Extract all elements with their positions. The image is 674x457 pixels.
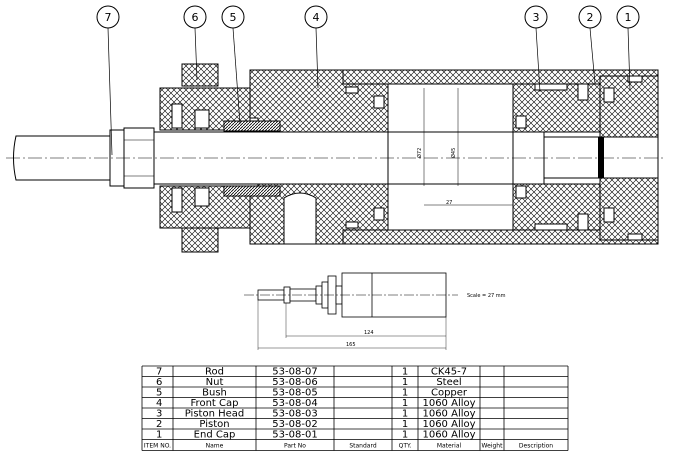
bom-cell: Steel [436,377,461,388]
rod-tail-band [598,137,604,178]
balloon-5: 5 [221,5,245,29]
bom-cell: 1060 Alloy [422,430,475,441]
bush-top [223,120,281,132]
end-cap-groove-3 [627,75,643,83]
dim-rod-dia: Ø45 [450,148,457,158]
bom-cell: Rod [205,367,224,378]
bom-cell: 1 [402,377,408,388]
balloon-2: 2 [578,5,602,29]
bom-header-cell: QTY. [399,443,412,450]
balloon-leaders [107,27,631,156]
piston-groove-3 [577,83,589,101]
bom-cell: Front Cap [191,398,239,409]
balloon-7: 7 [96,5,120,29]
svg-text:5: 5 [230,11,237,24]
svg-text:7: 7 [105,11,112,24]
bom-cell: 4 [156,398,162,409]
nut-bottom [181,227,219,253]
exterior-view [244,272,458,350]
bom-cell: 7 [156,367,162,378]
bom-header-cell: Standard [349,443,376,450]
bom-cell: 53-08-05 [272,388,317,399]
svg-text:3: 3 [533,11,540,24]
balloon-3: 3 [524,5,548,29]
balloon-1: 1 [616,5,640,29]
bom-cell: 3 [156,409,162,420]
bom-cell: 1 [402,398,408,409]
bom-header-cell: Weight [482,443,504,450]
end-cap-groove-1 [603,87,615,103]
bom-cell: Nut [206,377,224,388]
bom-cell: 1 [402,430,408,441]
nut-slot2-bottom [194,187,210,207]
piston-groove-5 [515,115,527,129]
bom-cell: Piston [199,419,229,430]
svg-text:1: 1 [625,11,632,24]
bom-cell: 1 [402,419,408,430]
bom-cell: 1 [402,388,408,399]
dim-piston-dia: Ø72 [416,148,423,158]
bom-header-cell: Material [437,443,462,450]
seal-groove-2 [373,207,385,221]
front-cap-relief [283,192,317,245]
bom-cell: CK45-7 [431,367,467,378]
bush-bottom [223,185,281,197]
bom-cell: 2 [156,419,162,430]
piston-groove-4 [577,213,589,231]
bom-header-cell: Name [206,443,224,450]
oring-1 [345,86,359,94]
bom-cell: 1060 Alloy [422,409,475,420]
oring-2 [345,221,359,229]
bom-cell: 1060 Alloy [422,398,475,409]
section-view: Ø72 Ø45 27 [6,63,664,253]
end-cap-groove-4 [627,233,643,241]
bom-cell: 53-08-03 [272,409,317,420]
piston-groove-2 [534,223,568,231]
balloon-6: 6 [183,5,207,29]
end-cap-top [599,75,659,138]
bom-cell: Piston Head [185,409,245,420]
nut-slot-bottom [171,187,183,213]
bom-header-cell: Part No [284,443,306,450]
dim-stroke: 27 [446,200,452,206]
balloon-4: 4 [304,5,328,29]
svg-text:6: 6 [192,11,199,24]
nut-slot-top [171,103,183,129]
bom-cell: Bush [202,388,227,399]
bom-cell: 1 [402,367,408,378]
bom-cell: Copper [431,388,468,399]
bom-cell: 53-08-01 [272,430,317,441]
scale-note: Scale = 27 mm [467,293,506,299]
piston-groove-1 [534,83,568,91]
end-cap-groove-2 [603,207,615,223]
dim-124: 124 [364,330,374,336]
bom-cell: End Cap [194,430,236,441]
nut-top [181,63,219,87]
bom-cell: 1 [156,430,162,441]
bom-cell: 6 [156,377,162,388]
svg-text:4: 4 [313,11,320,24]
bom-header-cell: ITEM NO. [144,443,171,450]
bom-cell: 53-08-06 [272,377,317,388]
bom-cell: 53-08-02 [272,419,317,430]
bom-cell: 1 [402,409,408,420]
svg-text:2: 2 [587,11,594,24]
bom-header-cell: Description [519,443,553,450]
seal-groove-1 [373,95,385,109]
nut-slot2-top [194,109,210,129]
bom-cell: 1060 Alloy [422,419,475,430]
bom-cell: 53-08-07 [272,367,317,378]
dim-165: 165 [346,342,356,348]
bom-cell: 53-08-04 [272,398,317,409]
bom-cell: 5 [156,388,162,399]
piston-groove-6 [515,185,527,199]
